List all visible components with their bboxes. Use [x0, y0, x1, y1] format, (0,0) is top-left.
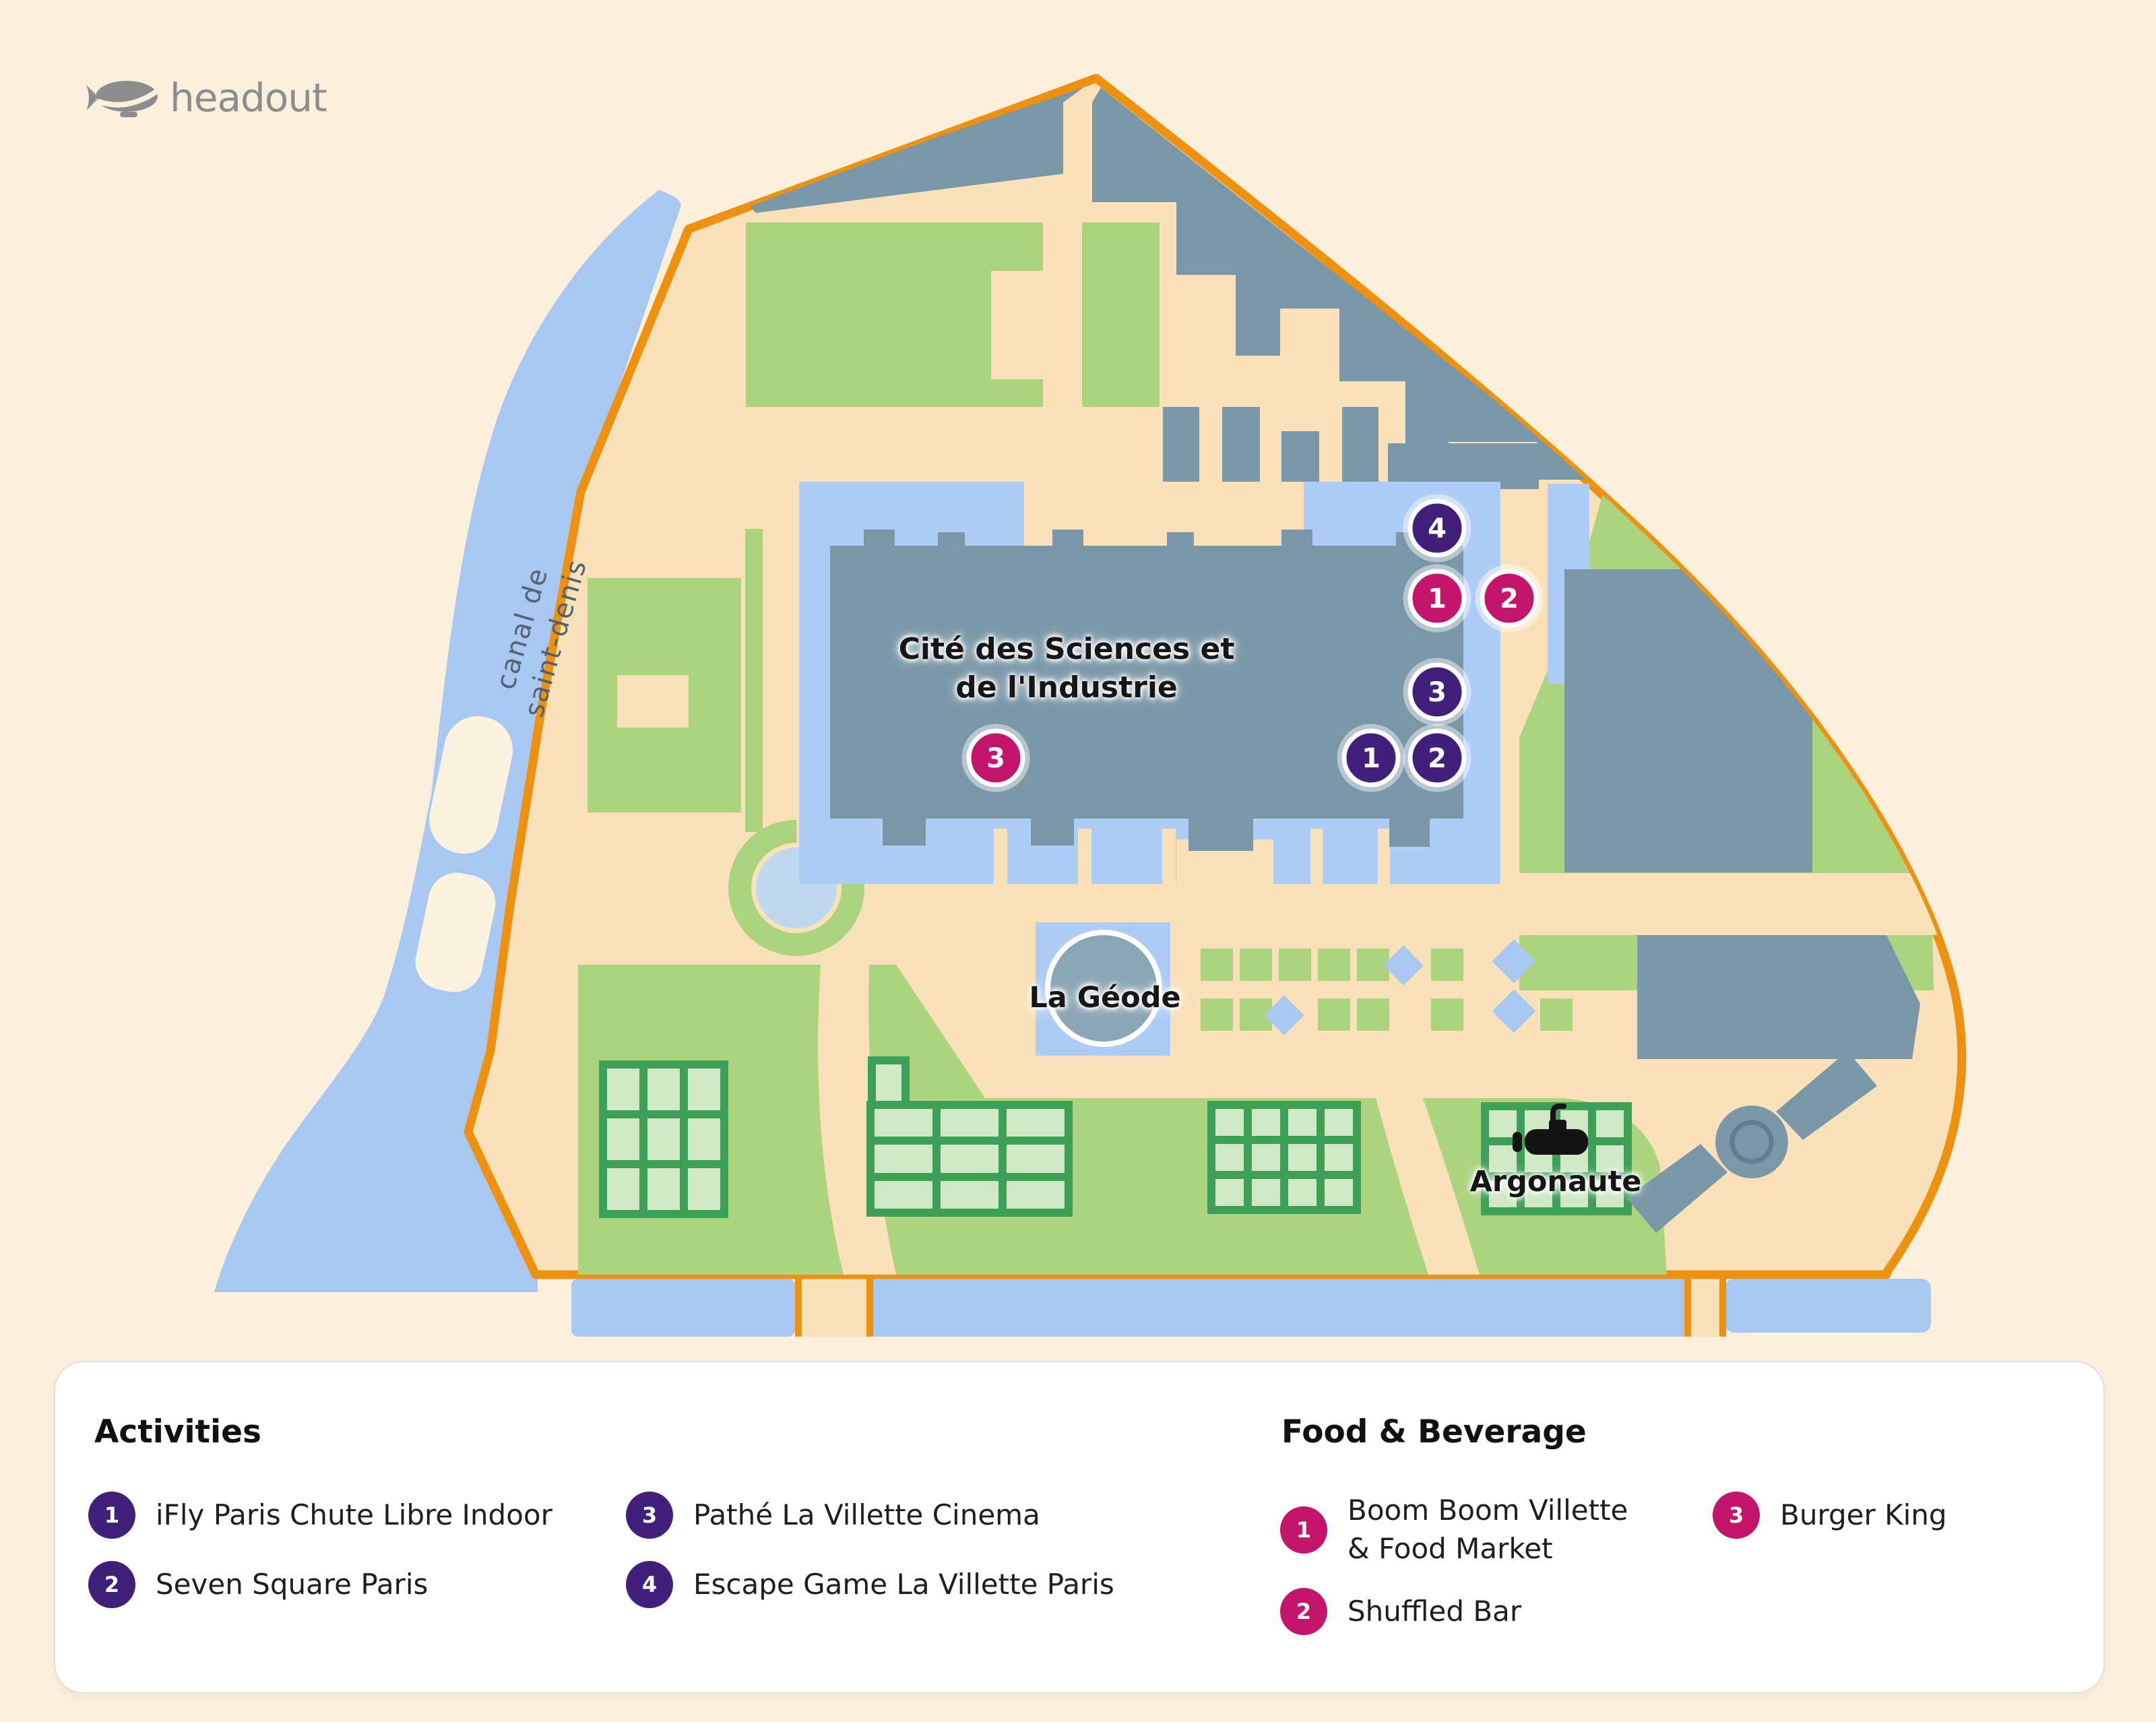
logo-wordmark: headout [170, 75, 327, 121]
map-marker-food-2[interactable]: 2 [1475, 564, 1544, 633]
svg-text:1: 1 [1362, 743, 1381, 774]
legend-item-label: Escape Game La Villette Paris [693, 1567, 1114, 1601]
map-markers: 4 1 2 3 1 2 3 [961, 494, 1544, 792]
food-badge-2: 2 [1280, 1588, 1327, 1635]
food-badge-1: 1 [1280, 1506, 1327, 1554]
map-marker-activity-2[interactable]: 2 [1403, 724, 1471, 792]
legend-item-activity-4: 4 Escape Game La Villette Paris [626, 1561, 1114, 1608]
legend-item-label: iFly Paris Chute Libre Indoor [156, 1498, 552, 1531]
legend-item-food-2: 2 Shuffled Bar [1280, 1588, 1521, 1635]
food-badge-3: 3 [1713, 1492, 1760, 1539]
southeast-building [1637, 935, 1920, 1059]
legend-item-food-3: 3 Burger King [1713, 1492, 1947, 1539]
windmill-building [1626, 1051, 1877, 1233]
legend-item-label: Burger King [1780, 1498, 1947, 1531]
map-marker-activity-3[interactable]: 3 [1403, 658, 1471, 726]
label-cite-des-sciences: Cité des Sciences et de l'Industrie [898, 631, 1235, 705]
submarine-icon [1513, 1104, 1588, 1155]
legend-item-activity-1: 1 iFly Paris Chute Libre Indoor [88, 1492, 552, 1539]
legend-item-label: Boom Boom Villette & Food Market [1348, 1494, 1628, 1565]
south-waterway [571, 1275, 1931, 1337]
cite-des-sciences-building [799, 482, 1500, 884]
tree-grids [599, 1056, 1632, 1218]
geode [1036, 922, 1170, 1056]
canal-lock-island-upper [429, 715, 513, 854]
geode-garden-squares [1201, 939, 1573, 1035]
activity-badge-2: 2 [88, 1561, 135, 1608]
legend-item-label: Seven Square Paris [156, 1567, 429, 1601]
legend-item-food-1: 1 Boom Boom Villette & Food Market [1280, 1492, 1628, 1568]
east-road [1509, 873, 1962, 935]
legend-food-title: Food & Beverage [1281, 1413, 1587, 1450]
north-buildings [745, 88, 1595, 489]
svg-text:1: 1 [1428, 583, 1447, 614]
legend-item-label: Shuffled Bar [1348, 1594, 1522, 1628]
svg-text:3: 3 [986, 743, 1005, 774]
svg-text:2: 2 [1428, 743, 1447, 774]
label-argonaute: Argonaute [1469, 1165, 1642, 1199]
east-building [1564, 569, 1812, 872]
map-marker-food-1[interactable]: 1 [1403, 564, 1471, 633]
legend-activities-title: Activities [94, 1413, 261, 1450]
north-lawns [746, 222, 1160, 407]
label-la-geode: La Géode [1029, 981, 1181, 1015]
svg-text:4: 4 [1428, 513, 1447, 544]
map-marker-activity-1[interactable]: 1 [1337, 724, 1405, 792]
map-marker-activity-4[interactable]: 4 [1403, 494, 1471, 563]
map-marker-food-3[interactable]: 3 [961, 724, 1030, 792]
canal-lock-island-lower [415, 872, 496, 992]
activity-badge-1: 1 [88, 1492, 135, 1539]
west-lawns [588, 529, 763, 832]
legend-item-activity-3: 3 Pathé La Villette Cinema [626, 1492, 1040, 1539]
canal-pier [795, 1275, 873, 1337]
headout-logo: headout [85, 74, 327, 121]
legend-card: Activities Food & Beverage 1 iFly Paris … [54, 1361, 2105, 1694]
legend-item-activity-2: 2 Seven Square Paris [88, 1561, 428, 1608]
south-road-east [1376, 1098, 1480, 1275]
activity-badge-3: 3 [626, 1492, 673, 1539]
legend-item-label: Pathé La Villette Cinema [693, 1498, 1040, 1531]
activity-badge-4: 4 [626, 1561, 673, 1608]
svg-text:3: 3 [1428, 677, 1447, 708]
svg-text:2: 2 [1500, 583, 1519, 614]
blimp-icon [86, 81, 158, 117]
